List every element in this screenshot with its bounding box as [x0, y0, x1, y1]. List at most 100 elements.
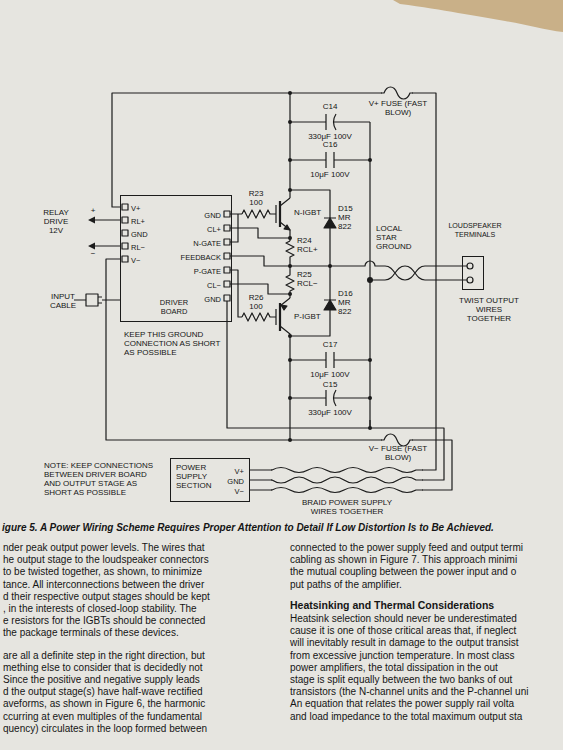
- power-supply-box: POWER SUPPLY SECTIONV+GNDV−: [170, 458, 250, 502]
- diode-wire: [290, 190, 330, 336]
- pin-label: GND: [204, 295, 221, 304]
- body-text-line: quency) circulates in the loop formed be…: [3, 723, 207, 735]
- part-label: RCL+: [297, 245, 327, 254]
- body-text-line: to be twisted together, as shown, to min…: [3, 566, 202, 578]
- junction-dot: [288, 188, 292, 192]
- terminal-title: LOUDSPEAKER TERMINALS: [438, 222, 512, 240]
- junction-dot: [368, 358, 372, 362]
- terminal-block: [462, 256, 484, 290]
- junction-dot: [288, 91, 292, 95]
- body-text-line: put paths of the amplifier.: [290, 579, 402, 591]
- pin-terminal: [122, 204, 230, 301]
- relay-drive-wire: [92, 220, 120, 246]
- part-label: D15: [338, 204, 364, 213]
- part-label: C14: [312, 102, 348, 111]
- fuse-patch: [382, 431, 412, 445]
- pin-label: RL+: [131, 217, 145, 226]
- part-label: C17: [312, 340, 348, 349]
- body-text-line: transistors (the N-channel units and the…: [290, 686, 528, 698]
- body-text-line: Heatsink selection should never be under…: [290, 613, 517, 625]
- ground-label: LOCAL STAR GROUND: [376, 224, 422, 251]
- arrow-head: [88, 217, 95, 250]
- pin-label: V+: [235, 467, 244, 476]
- body-text-line: aveforms, as shown in Figure 6, the harm…: [3, 698, 205, 710]
- body-text-line: power amplifiers, the total dissipation …: [290, 662, 498, 674]
- speaker-wire: [330, 261, 467, 280]
- value-label: 100: [244, 302, 268, 311]
- junction-dot: [368, 158, 372, 162]
- value-label: 10μF 100V: [298, 370, 362, 379]
- junction-dot: [288, 120, 292, 124]
- body-text-line: d the output stage(s) have half-wave rec…: [3, 686, 203, 698]
- part-label: C16: [312, 140, 348, 149]
- pin-label: GND: [204, 211, 221, 220]
- braid-wires: [271, 488, 423, 493]
- body-text-line: , in the interests of closed-loop stabil…: [3, 603, 197, 615]
- value-label: 330μF 100V: [298, 408, 362, 417]
- junction-dot: [288, 334, 292, 338]
- figure-caption: igure 5. A Power Wiring Scheme Requires …: [2, 521, 494, 534]
- part-label: R23: [244, 189, 268, 198]
- part-label: MR 822: [338, 298, 358, 316]
- body-text-line: An equation that relates the power suppl…: [290, 698, 514, 710]
- igbt-symbol: [276, 93, 290, 440]
- body-text-line: the package terminals of these devices.: [3, 627, 179, 639]
- cable-label: INPUT CABLE: [42, 292, 84, 310]
- part-label: D16: [338, 289, 364, 298]
- junction-dot: [288, 292, 292, 296]
- value-label: 10μF 100V: [298, 170, 362, 179]
- body-text-line: e resistors for the IGBTs should be conn…: [3, 615, 205, 627]
- pin-label: N-GATE: [193, 239, 221, 248]
- pin-label: GND: [227, 477, 244, 486]
- box-title: POWER SUPPLY SECTION: [176, 463, 222, 490]
- signal-label: RELAY DRIVE 12V: [36, 208, 76, 235]
- junction-dot: [288, 158, 292, 162]
- junction-dot: [288, 264, 292, 268]
- part-label: P-IGBT: [294, 312, 328, 321]
- body-text-line: connected to the power supply feed and o…: [290, 542, 523, 554]
- polarity-label: −: [88, 249, 98, 258]
- part-label: R24: [297, 236, 323, 245]
- pin-label: RL−: [131, 243, 145, 252]
- capacitor-symbol: [290, 114, 370, 406]
- pin-label: P-GATE: [194, 267, 221, 276]
- power-wire: [227, 322, 444, 480]
- junction-dot: [288, 438, 292, 442]
- igbt-symbol: [279, 201, 281, 331]
- body-text-line: tance. All interconnections between the …: [3, 579, 204, 591]
- fuse-patch: [382, 84, 412, 98]
- body-text-line: the mutual coupling between the power in…: [290, 566, 516, 578]
- body-text-line: are all a definite step in the right dir…: [3, 650, 205, 662]
- fuse-label: V+ FUSE (FAST BLOW): [368, 99, 428, 117]
- junction-dot: [368, 396, 372, 400]
- part-label: R25: [297, 270, 323, 279]
- braid-patch: [272, 464, 422, 496]
- junction-dot: [288, 358, 292, 362]
- wiring-note: KEEP THIS GROUND CONNECTION AS SHORT AS …: [124, 330, 222, 357]
- wiring-note: TWIST OUTPUT WIRES TOGETHER: [456, 296, 522, 323]
- pin-label: FEEDBACK: [181, 253, 221, 262]
- pin-label: V−: [131, 256, 140, 265]
- body-text-line: cabling as shown in Figure 7. This appro…: [290, 554, 517, 566]
- body-text-line: cause it is one of those critical areas …: [290, 625, 516, 637]
- body-text-line: nder peak output power levels. The wires…: [3, 542, 205, 554]
- body-text-line: Since the positive and negative supply l…: [3, 674, 200, 686]
- body-text-line: ccurring at even multiples of the fundam…: [3, 711, 202, 723]
- value-label: 100: [244, 198, 268, 207]
- resistor-symbol: [286, 241, 294, 298]
- body-text-line: he output stage to the loudspeaker conne…: [3, 554, 209, 566]
- speaker-terminals: LOUDSPEAKER TERMINALS: [438, 222, 512, 292]
- power-wire: [106, 259, 452, 490]
- part-label: N-IGBT: [294, 208, 328, 217]
- value-label: 330μF 100V: [298, 132, 362, 141]
- pin-label: GND: [131, 230, 148, 239]
- body-text-line: will inevitably result in damage to the …: [290, 637, 518, 649]
- part-label: MR 822: [338, 213, 358, 231]
- junction-dot: [288, 236, 292, 240]
- diode-symbol: [324, 218, 336, 300]
- book-edge: [393, 0, 563, 32]
- power-wire: [112, 93, 436, 470]
- board-title: DRIVER BOARD: [147, 298, 201, 316]
- part-label: R26: [244, 293, 268, 302]
